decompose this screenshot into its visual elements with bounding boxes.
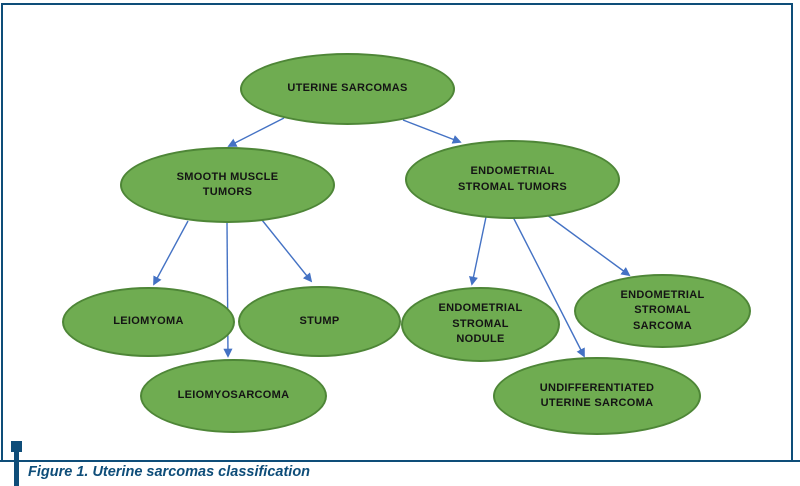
node-label-endometrial-stromal-sarcoma: ENDOMETRIAL STROMAL SARCOMA	[620, 288, 705, 332]
node-leiomyosarcoma: LEIOMYOSARCOMA	[140, 359, 327, 433]
node-endometrial-stromal-nodule: ENDOMETRIAL STROMAL NODULE	[401, 287, 560, 362]
edge-smooth-muscle-tumors-to-stump	[261, 219, 313, 283]
caption-label: Figure 1.	[28, 464, 89, 480]
diagram-canvas: UTERINE SARCOMAS SMOOTH MUSCLE TUMORS ENDO…	[62, 53, 751, 435]
node-label-smooth-muscle-tumors: SMOOTH MUSCLE TUMORS	[176, 170, 279, 198]
figure-frame	[1, 3, 793, 460]
node-undifferentiated-uterine-sarcoma: UNDIFFERENTIATED UTERINE SARCOMA	[493, 357, 701, 435]
node-label-leiomyosarcoma: LEIOMYOSARCOMA	[177, 389, 290, 402]
caption-body: Uterine sarcomas classification	[92, 464, 311, 480]
node-stump: STUMP	[238, 286, 401, 357]
node-label-leiomyoma: LEIOMYOMA	[113, 315, 184, 328]
edge-uterine-sarcomas-to-endometrial-stromal-tumors	[402, 119, 462, 144]
node-endometrial-stromal-tumors: ENDOMETRIAL STROMAL TUMORS	[405, 140, 620, 219]
node-label-undifferentiated-uterine-sarcoma: UNDIFFERENTIATED UTERINE SARCOMA	[539, 381, 655, 409]
caption-tick-bar	[14, 441, 19, 486]
node-label-endometrial-stromal-tumors: ENDOMETRIAL STROMAL TUMORS	[457, 165, 568, 193]
node-uterine-sarcomas: UTERINE SARCOMAS	[240, 53, 455, 125]
node-label-uterine-sarcomas: UTERINE SARCOMAS	[287, 82, 408, 95]
caption-divider-line	[0, 460, 800, 462]
edge-endometrial-stromal-tumors-to-endometrial-stromal-sarcoma	[542, 211, 631, 277]
node-endometrial-stromal-sarcoma: ENDOMETRIAL STROMAL SARCOMA	[574, 274, 751, 348]
edge-uterine-sarcomas-to-smooth-muscle-tumors	[227, 117, 285, 147]
figure-caption: Figure 1.Uterine sarcomas classification	[28, 464, 310, 480]
edge-smooth-muscle-tumors-to-leiomyoma	[153, 220, 189, 286]
node-label-stump: STUMP	[299, 314, 340, 327]
node-leiomyoma: LEIOMYOMA	[62, 287, 235, 357]
node-smooth-muscle-tumors: SMOOTH MUSCLE TUMORS	[120, 147, 335, 223]
edge-endometrial-stromal-tumors-to-endometrial-stromal-nodule	[469, 216, 487, 286]
node-label-endometrial-stromal-nodule: ENDOMETRIAL STROMAL NODULE	[438, 302, 523, 346]
